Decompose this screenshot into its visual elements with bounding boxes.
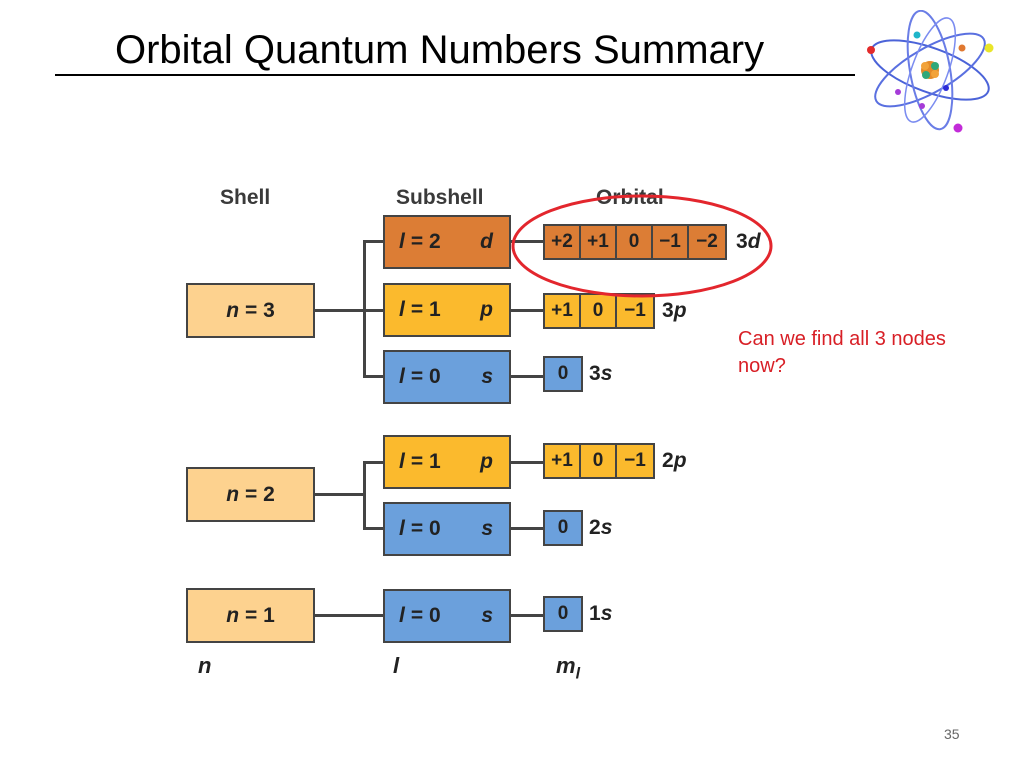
- subshell-l-symbol: l: [399, 298, 405, 321]
- subshell-l-symbol: l: [399, 517, 405, 540]
- subshell-letter: p: [480, 298, 493, 321]
- orbital-label-letter: s: [600, 602, 613, 625]
- orbital-cell: −1: [653, 226, 689, 258]
- subshell-l-value: = 0: [410, 517, 441, 540]
- orbital-label-1s: 1s: [589, 596, 612, 632]
- axis-label-m: m: [556, 653, 576, 678]
- subshell-l-value: = 2: [410, 230, 441, 253]
- slide-title: Orbital Quantum Numbers Summary: [115, 28, 765, 72]
- orbital-row-2p: +1 0 −1: [543, 443, 655, 479]
- orbital-label-3d: 3d: [736, 224, 761, 260]
- shell-n-symbol: n: [226, 298, 240, 322]
- orbital-label-number: 3: [589, 362, 601, 385]
- subshell-l-symbol: l: [399, 450, 405, 473]
- subshell-header: Subshell: [396, 186, 484, 209]
- orbital-label-letter: p: [673, 299, 687, 322]
- subshell-l-symbol: l: [399, 365, 405, 388]
- orbital-label-letter: p: [673, 449, 687, 472]
- subshell-letter: d: [480, 230, 493, 253]
- orbital-cell: +1: [545, 295, 581, 327]
- highlight-ellipse: [511, 194, 773, 298]
- subshell-2s: l= 0 s: [383, 502, 511, 556]
- orbital-label-2p: 2p: [662, 443, 687, 479]
- orbital-label-number: 2: [662, 449, 674, 472]
- axis-label-n: n: [198, 653, 212, 678]
- subshell-1s: l= 0 s: [383, 589, 511, 643]
- subshell-letter: s: [481, 517, 493, 540]
- orbital-label-number: 3: [736, 230, 748, 253]
- shell-n3: n = 3: [186, 283, 315, 338]
- subshell-letter: p: [480, 450, 493, 473]
- subshell-l-value: = 1: [410, 298, 441, 321]
- shell-n2: n = 2: [186, 467, 315, 522]
- orbital-cell: −1: [624, 450, 646, 471]
- orbital-cell: 0: [617, 226, 653, 258]
- orbital-label-letter: s: [600, 362, 613, 385]
- orbital-row-3p: +1 0 −1: [543, 293, 655, 329]
- subshell-3d: l= 2 d: [383, 215, 511, 269]
- orbital-cell: +2: [545, 226, 581, 258]
- orbital-label-number: 1: [589, 602, 601, 625]
- axis-label-ml: ml: [556, 653, 580, 683]
- title-underline: [55, 74, 855, 76]
- shell-n-value: = 3: [245, 298, 275, 322]
- orbital-label-2s: 2s: [589, 510, 612, 546]
- subshell-3p: l= 1 p: [383, 283, 511, 337]
- subshell-l-value: = 1: [410, 450, 441, 473]
- shell-n1: n = 1: [186, 588, 315, 643]
- orbital-label-number: 2: [589, 516, 601, 539]
- orbital-cell: +1: [581, 226, 617, 258]
- subshell-3s: l= 0 s: [383, 350, 511, 404]
- orbital-cell: 0: [557, 363, 569, 384]
- orbital-cell: +1: [545, 445, 581, 477]
- orbital-label-letter: d: [747, 230, 761, 253]
- axis-label-ml-subscript: l: [575, 665, 581, 683]
- orbital-row-3s: 0: [543, 356, 583, 392]
- shell-header: Shell: [220, 186, 271, 209]
- orbital-label-letter: s: [600, 516, 613, 539]
- subshell-l-value: = 0: [410, 604, 441, 627]
- subshell-2p: l= 1 p: [383, 435, 511, 489]
- subshell-l-symbol: l: [399, 230, 405, 253]
- orbital-cell: 0: [557, 603, 569, 624]
- orbital-cell: 0: [557, 517, 569, 538]
- shell-n-symbol: n: [226, 482, 240, 506]
- page-number: 35: [944, 726, 960, 742]
- orbital-label-3p: 3p: [662, 293, 687, 329]
- subshell-l-value: = 0: [410, 365, 441, 388]
- shell-n-value: = 2: [245, 482, 275, 506]
- orbital-label-3s: 3s: [589, 356, 612, 392]
- annotation-note: Can we find all 3 nodes now?: [738, 328, 946, 377]
- shell-n-value: = 1: [245, 603, 275, 627]
- atom-icon: [867, 10, 994, 133]
- orbital-cell: −2: [696, 231, 718, 252]
- orbital-label-number: 3: [662, 299, 674, 322]
- orbital-row-2s: 0: [543, 510, 583, 546]
- axis-label-l: l: [393, 653, 400, 678]
- shell-n-symbol: n: [226, 603, 240, 627]
- subshell-letter: s: [481, 604, 493, 627]
- subshell-letter: s: [481, 365, 493, 388]
- orbital-cell: 0: [581, 445, 617, 477]
- orbital-cell: 0: [581, 295, 617, 327]
- orbital-row-3d: +2 +1 0 −1 −2: [543, 224, 727, 260]
- subshell-l-symbol: l: [399, 604, 405, 627]
- orbital-row-1s: 0: [543, 596, 583, 632]
- orbital-cell: −1: [624, 300, 646, 321]
